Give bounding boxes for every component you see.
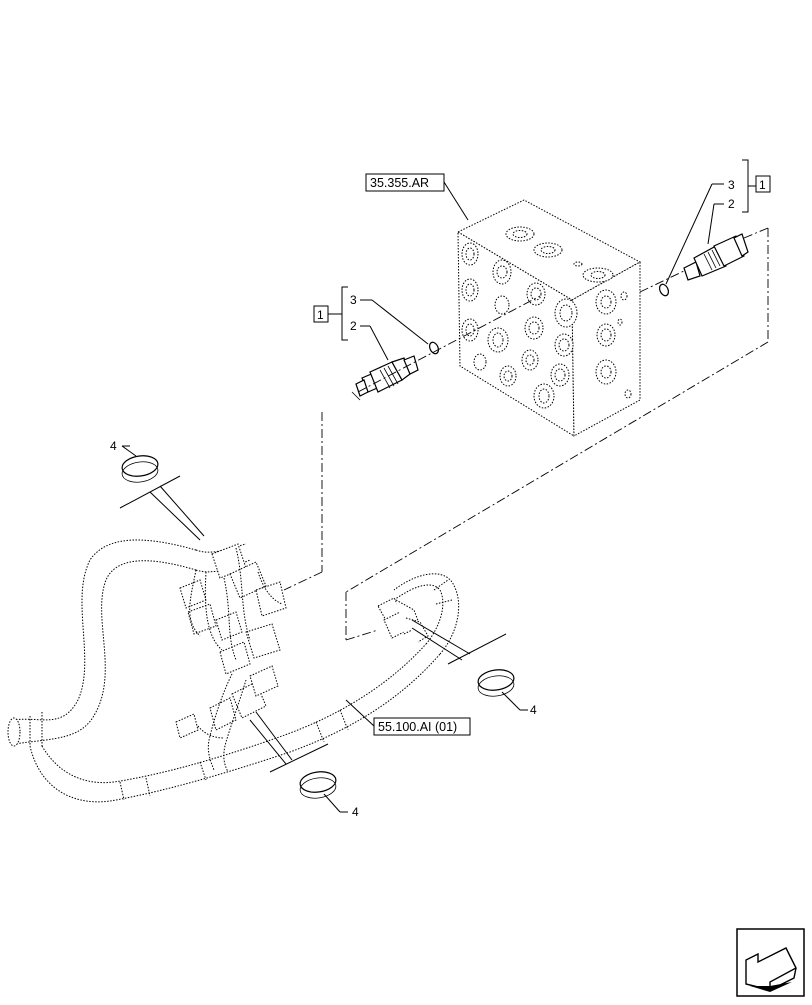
- valve-block-reference-label: 35.355.AR: [370, 176, 429, 190]
- cable-tie-right: 4: [411, 619, 537, 717]
- harness-reference: 55.100.AI (01): [345, 699, 471, 736]
- tie-right-label: 4: [530, 703, 537, 717]
- tie-bottom-label: 4: [352, 805, 359, 819]
- harness-reference-label: 55.100.AI (01): [378, 720, 457, 734]
- valve-block: [456, 199, 642, 437]
- wiring-harness: [7, 539, 460, 803]
- valve-block-reference: 35.355.AR: [365, 173, 469, 221]
- arrow-icon[interactable]: [736, 928, 805, 997]
- left-pressure-switch: [351, 355, 419, 401]
- left-item-3-label: 3: [350, 293, 357, 307]
- cable-tie-top-left: 4: [110, 439, 205, 541]
- assembly-centerlines: [283, 227, 769, 641]
- right-item-3-label: 3: [728, 178, 735, 192]
- cable-tie-bottom: 4: [249, 711, 359, 819]
- left-item-2-label: 2: [350, 319, 357, 333]
- left-o-ring: [428, 341, 440, 355]
- right-item-2-label: 2: [728, 197, 735, 211]
- right-o-ring: [658, 283, 670, 297]
- left-callout-group: 1 3 2: [313, 286, 429, 361]
- right-pressure-switch: [683, 233, 749, 281]
- right-group-box-label: 1: [759, 178, 766, 192]
- left-group-box-label: 1: [317, 308, 324, 322]
- right-callout-group: 1 3 2: [665, 159, 771, 285]
- tie-top-left-label: 4: [110, 439, 117, 453]
